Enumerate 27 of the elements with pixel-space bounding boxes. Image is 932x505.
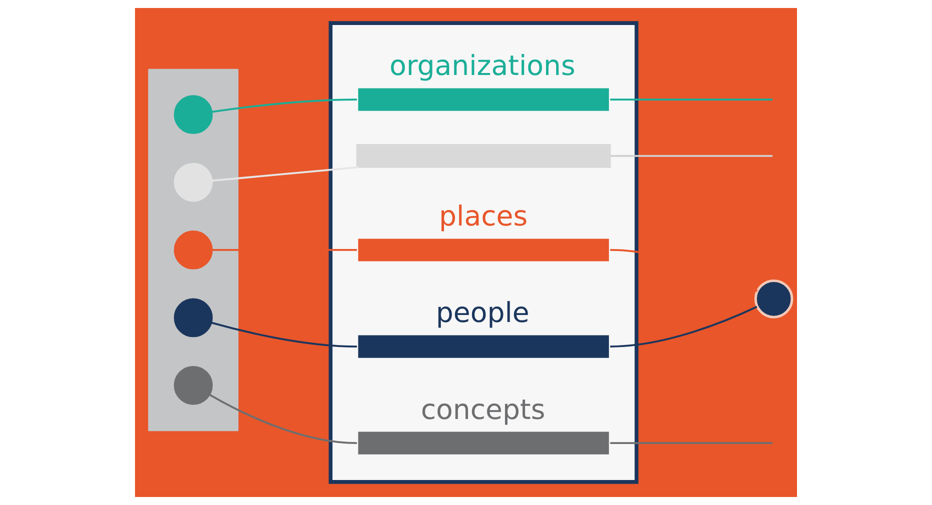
connector [212,166,359,182]
node-box [358,238,609,262]
node-circle [754,279,794,318]
node-label: people [436,296,530,330]
connector [212,249,357,251]
node-box [358,335,609,358]
node-box [358,432,609,454]
node-circle [174,162,213,202]
node-label: places [439,200,528,233]
connector [610,155,772,157]
node-circle [174,230,213,270]
node-circle [174,366,213,405]
connector [610,306,758,348]
node-label: concepts [420,392,546,426]
node-bar [356,144,611,168]
connector [610,98,772,100]
connector [210,322,357,348]
connector [610,442,772,444]
connector [610,249,758,292]
node-box [358,88,609,111]
node-label: organizations [390,49,576,82]
cluster [148,68,238,432]
node-circle [174,95,213,134]
node-circle [174,298,213,338]
connector [211,98,357,113]
connector [208,394,357,444]
cluster [328,21,638,484]
